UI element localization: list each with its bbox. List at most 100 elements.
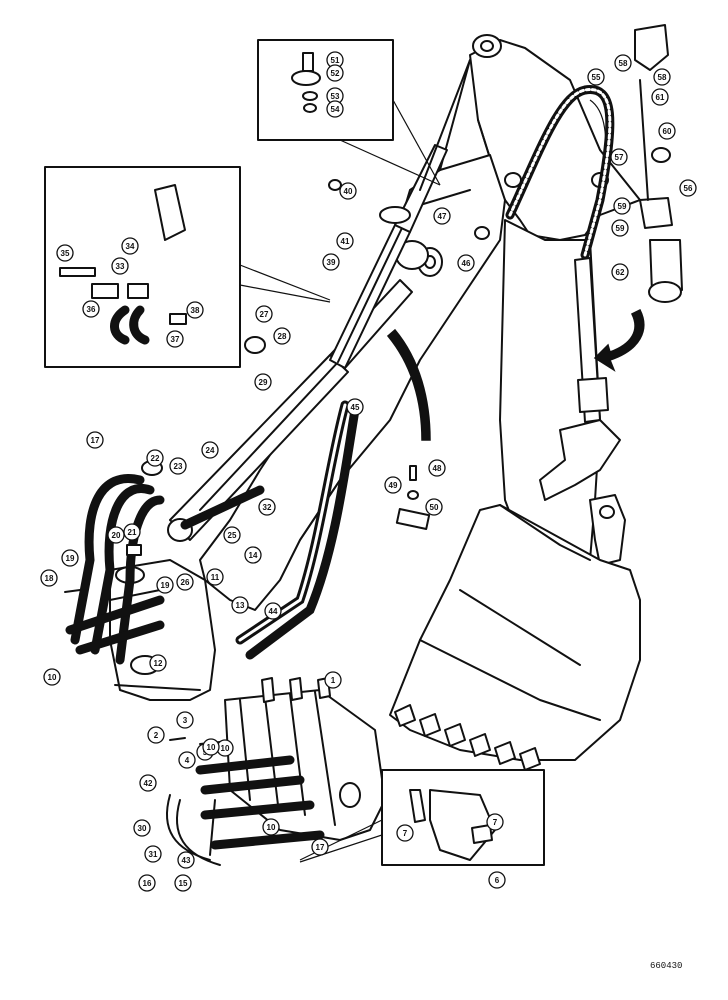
callout-label: 2 (154, 731, 159, 740)
callout: 25 (223, 526, 241, 544)
callout-label: 13 (236, 601, 245, 610)
callout-label: 38 (191, 306, 200, 315)
callout: 21 (123, 523, 141, 541)
callout-label: 14 (249, 551, 258, 560)
callout: 32 (258, 498, 276, 516)
callout: 15 (174, 874, 192, 892)
callout-label: 47 (438, 212, 447, 221)
callout: 20 (107, 526, 125, 544)
bucket (389, 504, 641, 771)
callout-label: 49 (389, 481, 398, 490)
callout-label: 10 (207, 743, 216, 752)
callout: 23 (169, 457, 187, 475)
drawing-number: 660430 (650, 961, 682, 971)
callout: 41 (336, 232, 354, 250)
callout-label: 21 (128, 528, 137, 537)
callout-circle (206, 568, 224, 586)
callout-label: 10 (267, 823, 276, 832)
callout-label: 62 (616, 268, 625, 277)
callout-label: 1 (331, 676, 336, 685)
callout-label: 11 (211, 573, 220, 582)
callout-circle (178, 751, 196, 769)
callout-label: 32 (263, 503, 272, 512)
callout-circle (324, 671, 342, 689)
callout-label: 60 (663, 127, 672, 136)
callout-label: 48 (433, 464, 442, 473)
callout-label: 31 (149, 850, 158, 859)
callout-label: 44 (269, 607, 278, 616)
callout-label: 45 (351, 403, 360, 412)
callout: 6 (488, 871, 506, 889)
callout: 58 (614, 54, 632, 72)
callout-circle (133, 819, 151, 837)
callout: 18 (40, 569, 58, 587)
callout: 26 (176, 573, 194, 591)
bucket-cylinder (574, 257, 609, 423)
callout: 22 (146, 449, 164, 467)
bucket-cylinder-rod-end (634, 24, 683, 303)
callout-circle (166, 330, 184, 348)
callout-circle (658, 122, 676, 140)
callout-circle (176, 711, 194, 729)
bucket-linkage (539, 419, 626, 566)
callout-label: 57 (615, 153, 624, 162)
callout-circle (384, 476, 402, 494)
callout: 28 (273, 327, 291, 345)
control-valve (165, 677, 386, 866)
callout-label: 56 (684, 184, 693, 193)
direction-arrows (386, 308, 645, 441)
callout-label: 30 (138, 824, 147, 833)
callout-label: 55 (592, 73, 601, 82)
callout: 54 (326, 100, 344, 118)
callout-label: 10 (221, 744, 230, 753)
callout-circle (610, 148, 628, 166)
callout-circle (156, 576, 174, 594)
callout-circle (147, 726, 165, 744)
callout: 10 (216, 739, 234, 757)
callout-circle (244, 546, 262, 564)
callout-label: 53 (331, 92, 340, 101)
callout-label: 59 (618, 202, 627, 211)
callout-circle (433, 207, 451, 225)
callout: 59 (613, 197, 631, 215)
callout-circle (651, 88, 669, 106)
callout: 12 (149, 654, 167, 672)
callout: 56 (679, 179, 697, 197)
callout-circle (111, 257, 129, 275)
callout-label: 28 (278, 332, 287, 341)
callout-circle (186, 301, 204, 319)
callout-circle (428, 459, 446, 477)
callout-circle (254, 373, 272, 391)
callout-circle (146, 449, 164, 467)
callout-circle (169, 457, 187, 475)
hydraulic-hoses (65, 85, 615, 665)
callout: 7 (486, 813, 504, 831)
callout-label: 16 (143, 879, 152, 888)
callout-label: 36 (87, 305, 96, 314)
callout: 37 (166, 330, 184, 348)
callout-circle (488, 871, 506, 889)
callout-label: 19 (66, 554, 75, 563)
callout: 3 (176, 711, 194, 729)
callout-label: 12 (154, 659, 163, 668)
callout-circle (653, 68, 671, 86)
callout-circle (339, 182, 357, 200)
callout-circle (202, 738, 220, 756)
detail-box-cylinder-fittings (44, 166, 331, 368)
callout: 2 (147, 726, 165, 744)
part-callouts: 1234567710101010111213141516171718191920… (40, 51, 697, 892)
callout-label: 43 (182, 856, 191, 865)
callout: 40 (339, 182, 357, 200)
callout-label: 15 (179, 879, 188, 888)
callout: 59 (611, 219, 629, 237)
callout-circle (201, 441, 219, 459)
callout-circle (611, 219, 629, 237)
callout-circle (264, 602, 282, 620)
callout-label: 4 (185, 756, 190, 765)
callout-circle (231, 596, 249, 614)
callout-circle (255, 305, 273, 323)
callout-circle (139, 774, 157, 792)
callout: 17 (311, 838, 329, 856)
swing-tower (109, 559, 216, 701)
callout-label: 7 (493, 818, 498, 827)
